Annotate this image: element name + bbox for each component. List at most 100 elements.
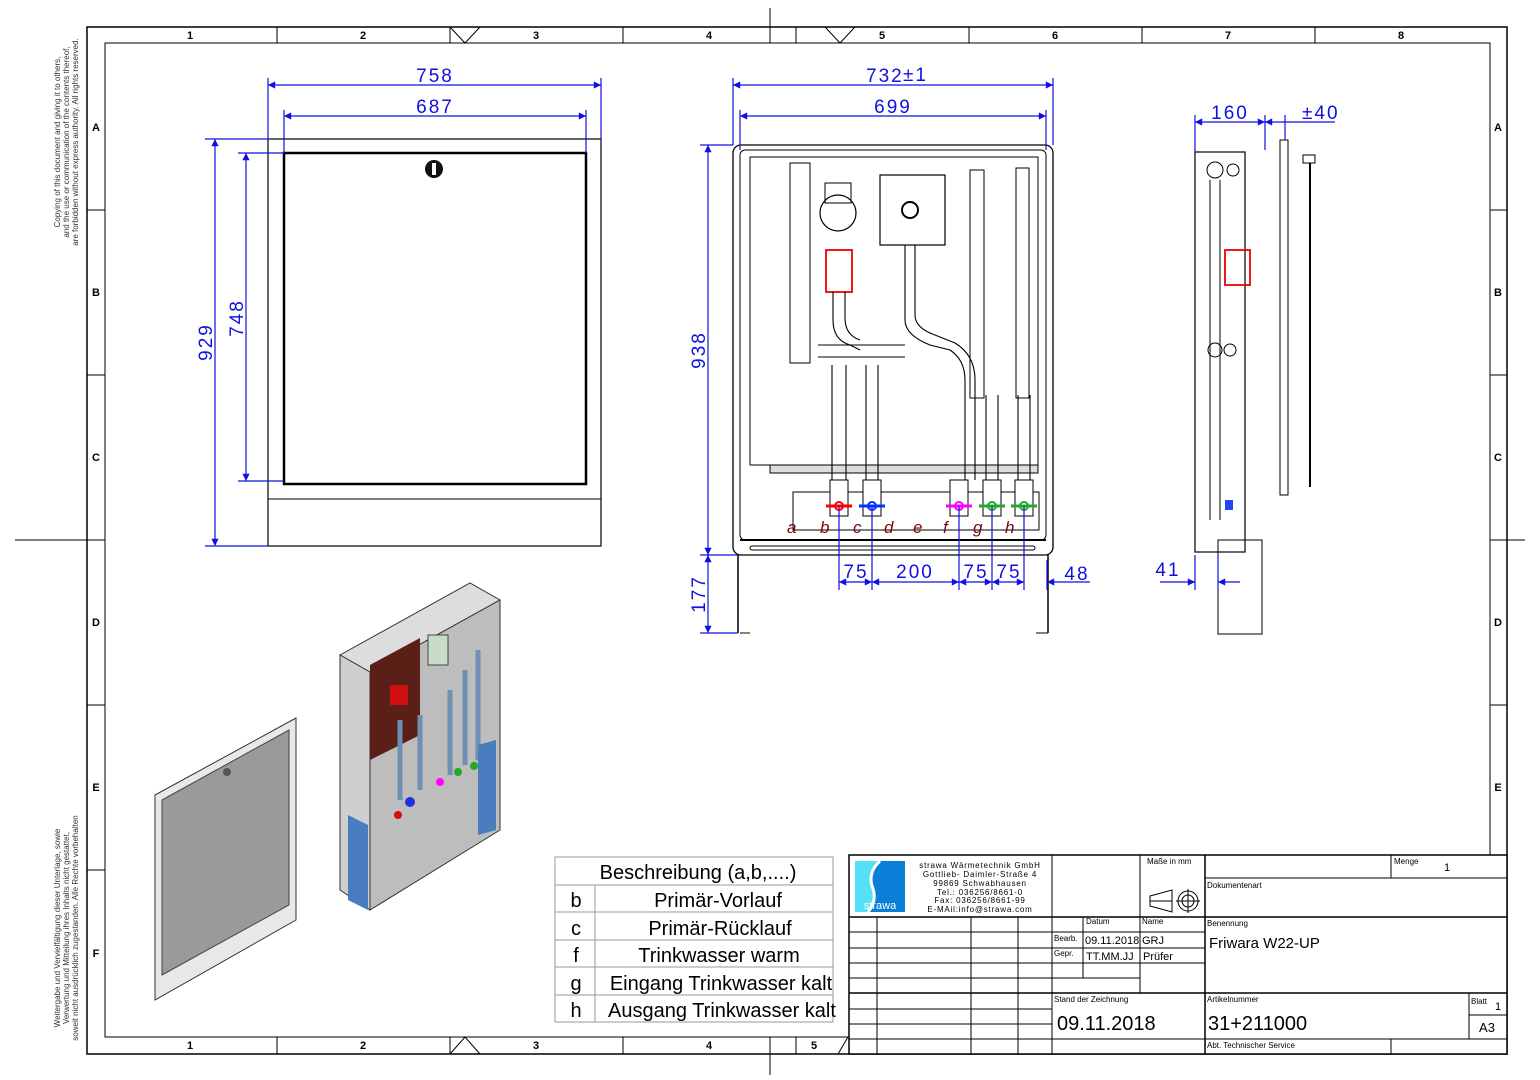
company-line: strawa Wärmetechnik GmbH — [919, 861, 1040, 870]
column-label: 1 — [187, 30, 193, 42]
strawa-logo: strawa — [855, 859, 905, 913]
artikel-label: Artikelnummer — [1207, 995, 1259, 1004]
gepr-label: Gepr. — [1054, 949, 1074, 958]
row-label: A — [1494, 122, 1502, 134]
menge-label: Menge — [1394, 857, 1419, 866]
column-label: 3 — [533, 30, 539, 42]
benennung-label: Benennung — [1207, 919, 1248, 928]
blatt-value: 1 — [1495, 1001, 1501, 1013]
blatt-label: Blatt — [1471, 997, 1488, 1006]
copyright-note-en: and the use or communication of the cont… — [62, 46, 71, 237]
copyright-note-de: Verwertung und Mitteilung ihres Inhalts … — [62, 832, 71, 1024]
row-label: E — [1494, 782, 1501, 794]
artikel-value: 31+211000 — [1208, 1013, 1307, 1035]
column-label: 3 — [533, 1040, 539, 1052]
datum-label: Datum — [1086, 917, 1110, 926]
dim-cabinet-height: 938 — [689, 331, 710, 369]
dim-spacing: 48 — [1064, 564, 1089, 585]
company-line: Fax: 036256/8661-99 — [934, 896, 1025, 905]
legend-header: Beschreibung (a,b,....) — [600, 862, 797, 884]
copyright-note-de: Weitergabe und Vervielfältigung dieser U… — [53, 828, 62, 1027]
dim-leg-height: 177 — [689, 575, 710, 613]
bearb-name: GRJ — [1142, 935, 1164, 947]
legend-description: Eingang Trinkwasser kalt — [610, 973, 833, 995]
row-label: C — [92, 452, 100, 464]
dim-spacing: 75 — [963, 562, 988, 583]
door-front-view: 758 687 929 748 — [196, 66, 602, 547]
legend-key: g — [570, 973, 581, 995]
gepr-date: TT.MM.JJ — [1086, 951, 1134, 963]
dim-side-offset: 41 — [1155, 560, 1180, 581]
connection-label: f — [943, 518, 950, 537]
row-label: C — [1494, 452, 1502, 464]
door-isometric-view — [154, 717, 297, 1001]
logo-text: strawa — [864, 900, 897, 912]
gepr-name: Prüfer — [1143, 951, 1173, 963]
legend-description: Primär-Rücklauf — [648, 918, 792, 940]
menge-value: 1 — [1444, 862, 1450, 874]
column-label: 1 — [187, 1040, 193, 1052]
row-label: F — [93, 948, 100, 960]
row-label: A — [92, 122, 100, 134]
dim-spacing: 75 — [843, 562, 868, 583]
valve-cold-inlet — [979, 479, 1005, 517]
dim-door-height-inner: 748 — [227, 299, 248, 337]
row-label: E — [92, 782, 99, 794]
legend-description: Primär-Vorlauf — [654, 890, 782, 912]
column-label: 4 — [706, 1040, 713, 1052]
column-label: 5 — [811, 1040, 817, 1052]
column-label: 2 — [360, 1040, 366, 1052]
cabinet-side-view: 160 ±40 41 — [1155, 103, 1338, 635]
dokumentenart-label: Dokumentenart — [1207, 881, 1262, 890]
bearb-label: Bearb. — [1054, 934, 1078, 943]
connection-legend-table: Beschreibung (a,b,....) b Primär-Vorlauf… — [554, 856, 836, 1023]
column-label: 7 — [1225, 30, 1231, 42]
dim-door-width-inner: 687 — [416, 97, 454, 118]
row-label: B — [92, 287, 100, 299]
column-label: 5 — [879, 30, 885, 42]
units-label: Maße in mm — [1147, 857, 1192, 866]
stand-label: Stand der Zeichnung — [1054, 995, 1128, 1004]
sheet-format: A3 — [1479, 1020, 1495, 1035]
legend-description: Ausgang Trinkwasser kalt — [608, 1000, 836, 1022]
connection-label: b — [820, 518, 829, 537]
copyright-note-en: Copying of this document and giving it t… — [53, 57, 62, 228]
legend-description: Trinkwasser warm — [638, 945, 800, 967]
title-block: strawa strawa Wärmetechnik GmbH Gottlieb… — [848, 854, 1508, 1055]
company-line: Tel.: 036256/8661-0 — [937, 888, 1023, 897]
stand-value: 09.11.2018 — [1057, 1013, 1156, 1035]
benennung-value: Friwara W22-UP — [1209, 935, 1320, 952]
dim-side-depth: 160 — [1211, 103, 1249, 124]
department-label: Abt. Technischer Service — [1207, 1041, 1295, 1050]
company-line: 99869 Schwabhausen — [933, 879, 1027, 888]
dim-spacing: 200 — [896, 562, 934, 583]
row-label: D — [1494, 617, 1502, 629]
dim-width-tolerance: ±1 — [903, 65, 928, 86]
connection-label: e — [913, 518, 922, 537]
connection-label: d — [884, 518, 894, 537]
row-label: B — [1494, 287, 1502, 299]
column-label: 8 — [1398, 30, 1404, 42]
connection-label: c — [853, 518, 862, 537]
sheet-frame — [15, 8, 1525, 1075]
legend-key: b — [570, 890, 581, 912]
company-line: Gottlieb- Daimler-Straße 4 — [923, 870, 1037, 879]
copyright-note-en: are forbidden without express authority.… — [71, 38, 80, 246]
dim-cabinet-width-outer: 732 — [866, 66, 904, 87]
company-line: E-MAil:info@strawa.com — [927, 905, 1032, 914]
column-label: 6 — [1052, 30, 1058, 42]
bearb-date: 09.11.2018 — [1085, 935, 1139, 947]
legend-key: c — [571, 918, 581, 940]
valve-primary-return — [859, 479, 885, 517]
dim-spacing: 75 — [996, 562, 1021, 583]
cabinet-front-view: a b c d e f g h 732 ±1 699 938 177 75 — [689, 65, 1090, 634]
lock-icon — [425, 160, 443, 178]
connection-label: g — [973, 518, 983, 537]
dim-door-height-outer: 929 — [196, 323, 217, 361]
legend-key: h — [570, 1000, 581, 1022]
projection-symbol-icon — [1149, 889, 1200, 913]
connection-label: h — [1005, 518, 1014, 537]
legend-key: f — [573, 945, 579, 967]
row-label: D — [92, 617, 100, 629]
